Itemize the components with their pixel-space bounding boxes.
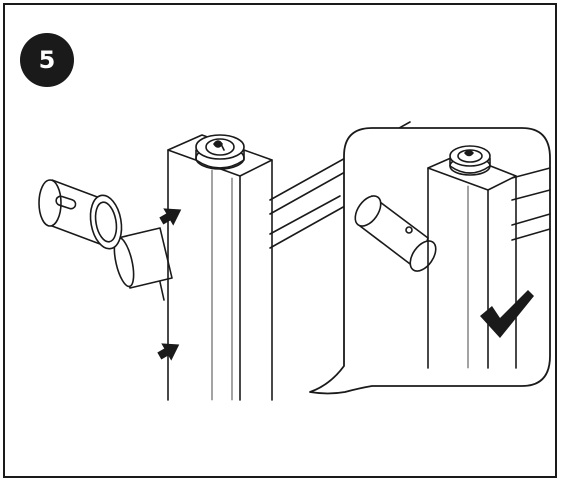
main-post [167, 134, 273, 401]
step-number-badge: 5 [20, 33, 74, 87]
checkmark-icon [480, 290, 534, 338]
push-arrow-upper [159, 208, 182, 226]
step-number: 5 [38, 46, 56, 74]
detail-inset [309, 127, 551, 395]
cap-nut [195, 134, 245, 170]
end-cap [38, 179, 123, 250]
push-arrow-lower [157, 343, 180, 361]
